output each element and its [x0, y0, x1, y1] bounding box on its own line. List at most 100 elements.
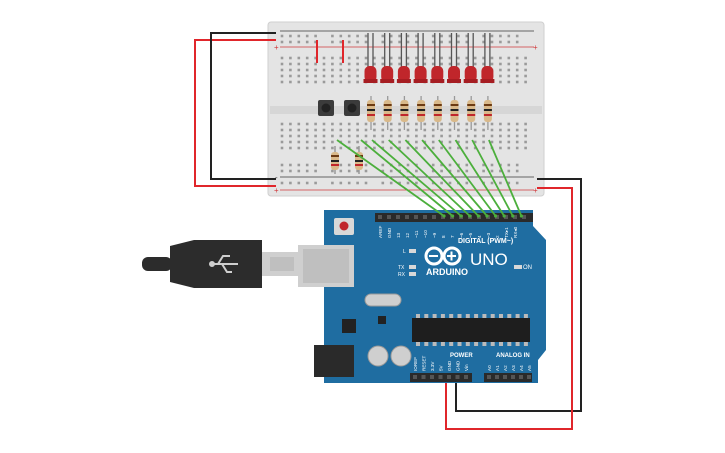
capacitor-1: [367, 345, 389, 367]
breadboard-hole: [364, 122, 368, 126]
breadboard-hole: [440, 62, 443, 66]
breadboard-hole: [373, 62, 376, 66]
breadboard-hole: [431, 169, 435, 173]
breadboard-hole: [356, 169, 359, 173]
header-hole: [464, 375, 468, 379]
led-base: [447, 79, 461, 83]
header-hole: [495, 215, 499, 219]
breadboard-hole: [431, 134, 435, 138]
breadboard-hole: [356, 146, 359, 150]
analog-header[interactable]: [484, 373, 532, 382]
breadboard-hole: [289, 181, 292, 185]
breadboard-hole: [415, 122, 418, 126]
signal-wires[interactable]: [336, 139, 524, 218]
led-group: [363, 33, 495, 83]
led[interactable]: [381, 66, 394, 82]
atmega-chip: [412, 318, 530, 342]
resistor-band: [433, 114, 442, 116]
pin-label: 7: [450, 235, 455, 238]
pin-label: A3: [511, 365, 516, 371]
signal-wire-end: [502, 214, 506, 218]
breadboard-hole: [381, 169, 385, 173]
breadboard-hole: [457, 122, 460, 126]
signal-wire[interactable]: [471, 139, 514, 217]
breadboard-hole: [406, 181, 410, 185]
power-jack[interactable]: [314, 345, 354, 377]
signal-wire[interactable]: [371, 139, 462, 217]
led[interactable]: [448, 66, 460, 82]
signal-wire[interactable]: [360, 139, 454, 217]
signal-wire[interactable]: [336, 139, 445, 217]
pin-label: 8: [441, 235, 446, 238]
breadboard-hole: [465, 134, 469, 138]
signal-wire[interactable]: [438, 139, 497, 217]
led[interactable]: [414, 66, 427, 82]
breadboard-hole: [289, 169, 292, 173]
breadboard-hole: [347, 68, 351, 72]
breadboard-hole: [515, 140, 519, 144]
pin-label: GND: [447, 360, 452, 371]
usb-cable[interactable]: [142, 240, 298, 288]
l-led-label: L: [403, 249, 406, 255]
pin-label: TX▸1: [504, 227, 509, 238]
breadboard-hole: [423, 62, 427, 66]
push-button-2[interactable]: [344, 100, 360, 116]
l-led: [409, 249, 416, 253]
breadboard-hole: [280, 140, 284, 144]
breadboard-hole: [339, 134, 343, 138]
signal-wire[interactable]: [454, 139, 505, 217]
breadboard-hole: [305, 56, 309, 60]
header-hole: [519, 375, 523, 379]
breadboard-hole: [406, 62, 410, 66]
header-hole: [438, 375, 443, 379]
chip-pin: [523, 314, 528, 318]
breadboard-hole: [289, 140, 292, 144]
breadboard-hole: [331, 40, 334, 44]
resistor-band: [417, 104, 426, 106]
breadboard-hole: [415, 134, 418, 138]
led[interactable]: [431, 66, 444, 82]
breadboard-hole: [457, 56, 460, 60]
breadboard-hole: [297, 80, 301, 84]
led[interactable]: [464, 66, 477, 82]
push-button-1[interactable]: [318, 100, 334, 116]
breadboard-hole: [398, 122, 401, 126]
breadboard-hole: [507, 74, 511, 78]
led[interactable]: [481, 66, 494, 82]
breadboard-hole: [364, 163, 368, 167]
arduino-uno-board[interactable]: ARDUINO UNO DIGITAL (PWM~) POWER ANALOG …: [298, 210, 546, 383]
breadboard-hole: [524, 146, 527, 150]
signal-wire-end: [511, 214, 515, 218]
breadboard-hole: [406, 122, 410, 126]
signal-wire[interactable]: [421, 139, 488, 217]
resistor-button-1[interactable]: [331, 146, 339, 174]
breadboard-hole: [431, 40, 435, 44]
breadboard-hole: [289, 40, 292, 44]
wire-red-left: [194, 39, 276, 187]
breadboard-hole: [364, 134, 368, 138]
led[interactable]: [397, 66, 410, 82]
chip-pin: [465, 314, 470, 318]
signal-wire-end: [485, 214, 489, 218]
signal-wire[interactable]: [388, 139, 471, 217]
header-hole: [487, 375, 491, 379]
breadboard-hole: [473, 146, 477, 150]
breadboard-hole: [314, 163, 317, 167]
breadboard-hole: [524, 62, 527, 66]
led[interactable]: [364, 66, 377, 82]
chip-pin: [424, 342, 429, 346]
breadboard-hole: [482, 134, 485, 138]
breadboard-hole: [515, 134, 519, 138]
breadboard-hole: [507, 146, 511, 150]
header-hole: [432, 215, 436, 219]
breadboard-hole: [322, 134, 326, 138]
signal-wire[interactable]: [404, 139, 480, 217]
rail-plus-label-bl: +: [274, 186, 279, 195]
breadboard-hole: [423, 128, 427, 132]
breadboard-hole: [431, 62, 435, 66]
pin-label: RX◂0: [513, 226, 518, 238]
breadboard-hole: [448, 134, 452, 138]
power-wires[interactable]: [194, 32, 582, 430]
signal-wire[interactable]: [488, 139, 523, 217]
